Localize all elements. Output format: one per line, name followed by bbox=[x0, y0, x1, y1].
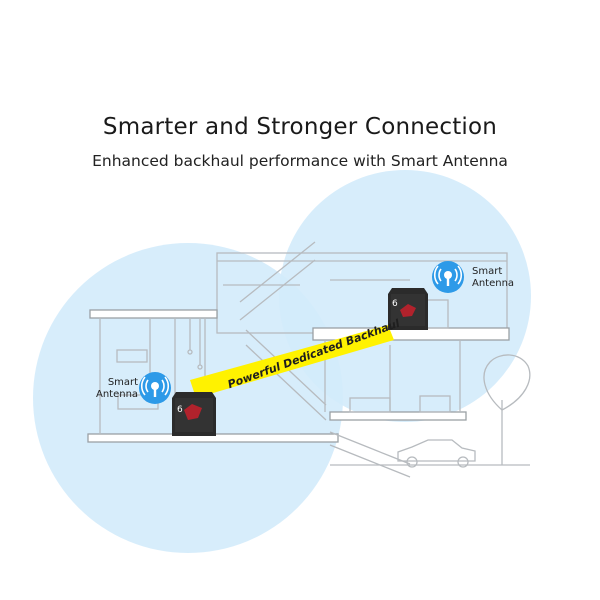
left-antenna-label: Smart Antenna bbox=[96, 377, 138, 401]
right-antenna-label: Smart Antenna bbox=[472, 266, 514, 290]
right-antenna-label-line1: Smart bbox=[472, 266, 503, 277]
smart-antenna-icon bbox=[432, 261, 464, 293]
page-subtitle: Enhanced backhaul performance with Smart… bbox=[92, 152, 508, 170]
backhaul-band bbox=[190, 325, 394, 398]
left-router: 6 bbox=[172, 392, 216, 436]
right-router: 6 bbox=[388, 288, 428, 330]
right-antenna-label-line2: Antenna bbox=[472, 278, 515, 289]
smart-antenna-icon bbox=[139, 372, 171, 404]
svg-text:6: 6 bbox=[177, 405, 183, 415]
page-title: Smarter and Stronger Connection bbox=[102, 114, 498, 140]
left-antenna-label-line1: Smart bbox=[107, 377, 139, 388]
left-antenna-label-line2: Antenna bbox=[96, 389, 139, 400]
svg-text:6: 6 bbox=[392, 299, 398, 309]
